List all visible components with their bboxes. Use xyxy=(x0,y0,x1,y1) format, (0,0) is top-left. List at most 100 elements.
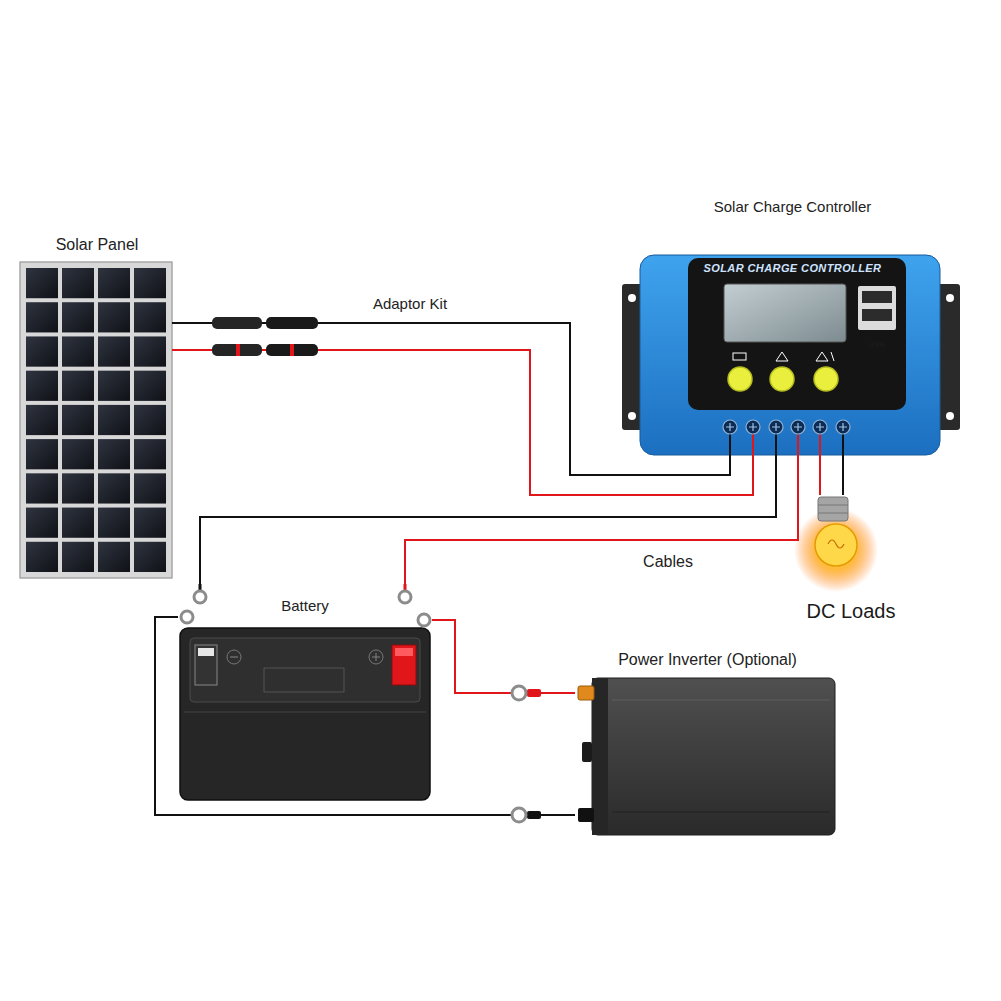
yellow-button xyxy=(770,367,794,391)
ring-terminal xyxy=(418,614,430,626)
bulb-glass xyxy=(815,524,857,566)
solar-cell xyxy=(26,508,58,538)
ring-terminal xyxy=(194,591,206,603)
usb-slot xyxy=(862,309,892,321)
screw-slot xyxy=(794,423,802,431)
solar-cell xyxy=(134,371,166,401)
battery: Battery xyxy=(178,585,432,805)
negative-post xyxy=(195,645,217,685)
controller-body xyxy=(640,255,940,455)
terminal-wire-stub xyxy=(842,432,844,458)
solar-cell xyxy=(26,371,58,401)
solar-cell xyxy=(62,439,94,469)
component-label: Battery xyxy=(281,597,329,615)
bulb-base xyxy=(818,497,848,521)
mc4-band xyxy=(236,344,240,356)
battery-case xyxy=(180,628,430,800)
battery-seam xyxy=(184,711,426,713)
screw-slot xyxy=(749,423,757,431)
ring-terminal xyxy=(512,686,526,700)
button-icon xyxy=(776,352,788,361)
solar-cell xyxy=(98,302,130,332)
solar-cell xyxy=(26,336,58,366)
solar-cell xyxy=(134,302,166,332)
wire xyxy=(155,617,575,815)
component-label: Solar Panel xyxy=(56,235,139,254)
wire-label: Adaptor Kit xyxy=(370,295,450,313)
light-bulb-art xyxy=(794,497,878,592)
mc4-connector xyxy=(212,317,262,329)
solar-cell xyxy=(98,336,130,366)
negative-post-top xyxy=(198,648,214,656)
screw-terminal xyxy=(723,420,737,434)
solar-panel-art xyxy=(20,262,177,578)
solar-cell xyxy=(98,405,130,435)
port-label: USB xyxy=(866,340,889,350)
negative-terminal xyxy=(578,808,594,822)
screw-terminal xyxy=(746,420,760,434)
mc4-band xyxy=(290,344,294,356)
lcd-screen xyxy=(724,284,846,342)
power-inverter: Power Inverter (Optional) xyxy=(575,648,840,840)
minus-symbol xyxy=(230,656,238,657)
solar-cell xyxy=(62,405,94,435)
solar-cell xyxy=(134,542,166,572)
mounting-hole xyxy=(946,294,954,302)
wire xyxy=(432,620,575,693)
terminal-wire-stub xyxy=(819,432,821,458)
plus-symbol xyxy=(375,653,376,661)
screw-terminal xyxy=(746,420,760,434)
battery-lid xyxy=(190,638,420,702)
component-label: Power Inverter (Optional) xyxy=(618,650,797,669)
ring-terminal xyxy=(404,584,407,590)
mounting-hole xyxy=(946,412,954,420)
wire xyxy=(176,323,730,475)
screw-terminal xyxy=(791,420,805,434)
solar-cell xyxy=(62,371,94,401)
positive-terminal xyxy=(578,686,594,700)
ring-terminal xyxy=(181,584,541,822)
terminal-wire-stub xyxy=(775,432,777,458)
controller-face xyxy=(688,258,906,410)
device-print: SOLAR CHARGE CONTROLLER xyxy=(704,262,882,275)
mc4-connector xyxy=(266,317,318,329)
screw-terminal xyxy=(769,420,783,434)
solar-cell xyxy=(26,473,58,503)
solar-cell xyxy=(98,542,130,572)
usb-port-block xyxy=(858,286,896,330)
ring-terminal xyxy=(399,591,411,603)
screw-slot xyxy=(726,423,734,431)
inverter-ridge xyxy=(612,812,830,813)
solar-cell xyxy=(134,508,166,538)
solar-cell xyxy=(134,473,166,503)
screw-terminal xyxy=(813,420,827,434)
screw-terminal xyxy=(813,420,827,434)
panel-frame xyxy=(20,262,172,578)
power-inverter-art xyxy=(578,678,835,835)
minus-symbol xyxy=(227,650,241,664)
dc-load-bulb: DC Loads xyxy=(803,495,900,630)
screw-terminal xyxy=(836,420,850,434)
yellow-button xyxy=(728,367,752,391)
charge-controller: Solar Charge ControllerSOLAR CHARGE CONT… xyxy=(620,192,965,457)
screw-slot xyxy=(839,423,847,431)
solar-cell xyxy=(26,439,58,469)
screw-slot xyxy=(816,423,824,431)
solar-cell xyxy=(62,508,94,538)
solar-cell xyxy=(98,439,130,469)
solar-cell xyxy=(26,302,58,332)
solar-cell xyxy=(26,542,58,572)
ring-terminal xyxy=(512,808,526,822)
ring-terminal xyxy=(527,689,541,697)
screw-terminal xyxy=(791,420,805,434)
wire xyxy=(842,457,844,495)
component-label: DC Loads xyxy=(807,599,896,623)
wire xyxy=(200,457,776,585)
mc4-connector xyxy=(266,344,318,356)
bulb-thread xyxy=(818,513,848,514)
inverter-switch xyxy=(582,742,592,762)
solar-cell xyxy=(134,439,166,469)
solar-panel: Solar Panel xyxy=(18,232,176,582)
solar-cell xyxy=(98,508,130,538)
mounting-hole xyxy=(628,294,636,302)
